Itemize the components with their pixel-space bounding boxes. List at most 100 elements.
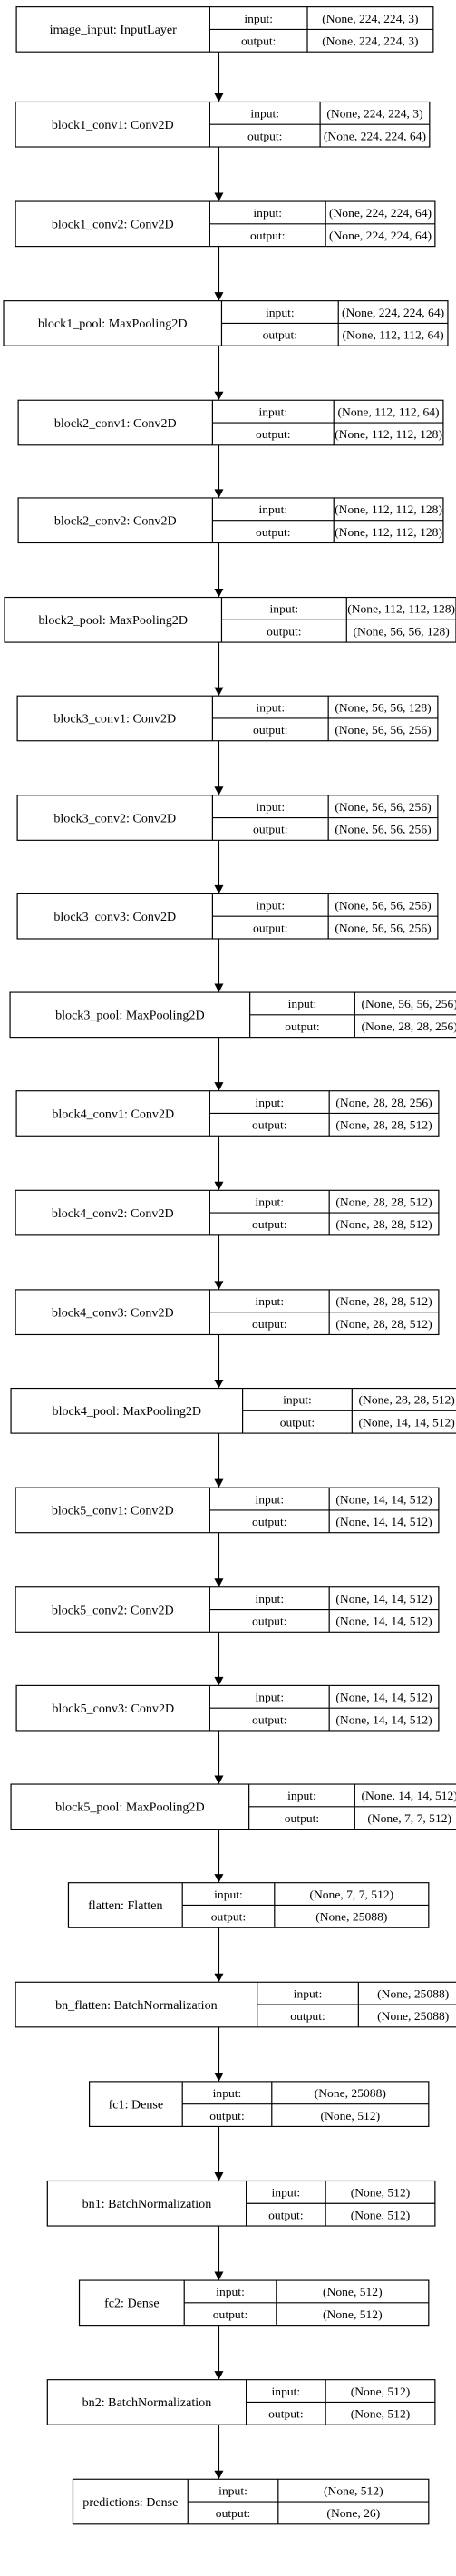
input-port-label: input: <box>255 1096 284 1109</box>
input-shape: (None, 112, 112, 128) <box>347 602 455 616</box>
layer-label: fc1: Dense <box>109 2098 164 2112</box>
input-shape: (None, 56, 56, 256) <box>335 899 431 912</box>
input-shape: (None, 512) <box>323 2286 383 2299</box>
output-port-label: output: <box>256 428 290 442</box>
input-shape: (None, 224, 224, 3) <box>326 107 422 121</box>
layer-node: block5_pool: MaxPooling2Dinput:output:(N… <box>10 1783 456 1830</box>
input-port-label: input: <box>272 2385 301 2398</box>
input-port-label: input: <box>255 1195 284 1209</box>
output-shape: (None, 512) <box>321 2109 381 2122</box>
output-port-label: output: <box>216 2507 250 2521</box>
output-port-label: output: <box>252 1317 286 1331</box>
layer-node: bn_flatten: BatchNormalizationinput:outp… <box>15 1981 456 2028</box>
output-shape: (None, 112, 112, 128) <box>335 428 442 442</box>
layer-node: block5_conv3: Conv2Dinput:output:(None, … <box>15 1684 440 1732</box>
output-port-label: output: <box>241 34 276 48</box>
input-port-label: input: <box>283 1393 312 1407</box>
input-port-label: input: <box>255 1691 284 1704</box>
layer-label: block5_conv1: Conv2D <box>52 1504 174 1517</box>
output-port-label: output: <box>285 1020 319 1033</box>
layer-label: block1_conv1: Conv2D <box>52 118 174 132</box>
layer-node: block2_conv2: Conv2Dinput:output:(None, … <box>17 497 444 544</box>
output-shape: (None, 14, 14, 512) <box>335 1615 432 1628</box>
output-shape: (None, 25088) <box>315 1910 387 1924</box>
layer-node: block4_conv2: Conv2Dinput:output:(None, … <box>15 1189 440 1236</box>
input-shape: (None, 14, 14, 512) <box>362 1790 456 1803</box>
layer-label: block5_pool: MaxPooling2D <box>55 1800 205 1814</box>
output-port-label: output: <box>268 2209 303 2222</box>
input-port-label: input: <box>255 1294 284 1308</box>
layer-node: block5_conv1: Conv2Dinput:output:(None, … <box>15 1487 440 1534</box>
input-port-label: input: <box>270 602 299 616</box>
connector-arrow <box>214 1037 224 1091</box>
output-shape: (None, 28, 28, 512) <box>335 1118 432 1132</box>
layer-label: block3_conv3: Conv2D <box>53 910 176 923</box>
connector-arrow <box>214 444 224 498</box>
layer-label: image_input: InputLayer <box>50 23 178 36</box>
connector-arrow <box>214 2026 224 2082</box>
output-shape: (None, 512) <box>351 2407 411 2421</box>
output-port-label: output: <box>252 1713 286 1727</box>
layer-node: block5_conv2: Conv2Dinput:output:(None, … <box>15 1586 440 1633</box>
connector-arrow <box>214 52 224 102</box>
output-shape: (None, 14, 14, 512) <box>335 1713 432 1727</box>
input-shape: (None, 224, 224, 64) <box>342 306 444 319</box>
input-shape: (None, 112, 112, 64) <box>338 405 440 419</box>
input-shape: (None, 14, 14, 512) <box>335 1493 432 1507</box>
layer-label: block4_pool: MaxPooling2D <box>53 1404 202 1418</box>
output-shape: (None, 25088) <box>377 2010 449 2024</box>
input-port-label: input: <box>253 207 282 220</box>
layer-node: block3_conv1: Conv2Dinput:output:(None, … <box>16 695 439 742</box>
output-shape: (None, 512) <box>351 2209 411 2222</box>
input-port-label: input: <box>258 405 287 419</box>
input-port-label: input: <box>244 12 273 25</box>
output-port-label: output: <box>252 1118 286 1132</box>
output-shape: (None, 224, 224, 3) <box>322 34 418 48</box>
layer-node: block3_conv3: Conv2Dinput:output:(None, … <box>16 893 439 940</box>
output-port-label: output: <box>253 922 287 935</box>
input-port-label: input: <box>255 1493 284 1507</box>
layer-label: block4_conv2: Conv2D <box>52 1206 174 1220</box>
layer-node: block2_pool: MaxPooling2Dinput:output:(N… <box>4 596 456 643</box>
output-shape: (None, 28, 28, 256) <box>362 1020 456 1033</box>
layer-node: block4_pool: MaxPooling2Dinput:output:(N… <box>10 1387 456 1434</box>
connector-arrow <box>214 2126 224 2181</box>
output-port-label: output: <box>256 525 290 539</box>
output-port-label: output: <box>290 2010 325 2024</box>
layer-label: block1_pool: MaxPooling2D <box>38 317 188 331</box>
input-port-label: input: <box>218 2484 247 2498</box>
layer-label: block3_conv2: Conv2D <box>53 812 176 825</box>
layer-label: block4_conv3: Conv2D <box>52 1306 174 1320</box>
input-shape: (None, 28, 28, 256) <box>335 1096 432 1109</box>
input-shape: (None, 224, 224, 3) <box>322 12 418 25</box>
input-port-label: input: <box>213 2086 242 2100</box>
output-shape: (None, 28, 28, 512) <box>335 1317 432 1331</box>
input-shape: (None, 14, 14, 512) <box>335 1691 432 1704</box>
layer-node: block3_pool: MaxPooling2Dinput:output:(N… <box>9 991 456 1039</box>
connector-arrow <box>214 1136 224 1191</box>
layer-label: predictions: Dense <box>82 2495 178 2509</box>
layer-node: block4_conv3: Conv2D input: output: (None, … <box>15 1289 440 1336</box>
output-shape: (None, 56, 56, 256) <box>335 922 431 935</box>
output-port-label: output: <box>250 229 285 242</box>
output-port-label: output: <box>247 130 282 143</box>
input-shape: (None, 28, 28, 512) <box>359 1393 455 1407</box>
layer-label: block3_pool: MaxPooling2D <box>55 1009 205 1022</box>
diagram-content: image_input: InputLayer input: output: (Non… <box>3 6 456 2525</box>
layer-node: block1_conv1: Conv2D input: output: (None, … <box>15 101 431 148</box>
output-shape: (None, 7, 7, 512) <box>367 1811 451 1825</box>
layer-label: block2_conv2: Conv2D <box>54 514 177 528</box>
layer-label: block3_conv1: Conv2D <box>53 712 176 726</box>
input-port-label: input: <box>287 1790 316 1803</box>
layer-label: flatten: Flatten <box>88 1899 163 1913</box>
layer-node: block4_conv1: Conv2Dinput:output:(None, … <box>15 1090 440 1137</box>
output-shape: (None, 224, 224, 64) <box>324 130 426 143</box>
output-shape: (None, 112, 112, 64) <box>343 328 444 342</box>
input-port-label: input: <box>250 107 279 121</box>
output-port-label: output: <box>213 2308 247 2321</box>
layer-label: bn2: BatchNormalization <box>82 2396 212 2410</box>
layer-node: block2_conv1: Conv2Dinput:output:(None, … <box>17 399 444 446</box>
output-port-label: output: <box>267 625 301 639</box>
